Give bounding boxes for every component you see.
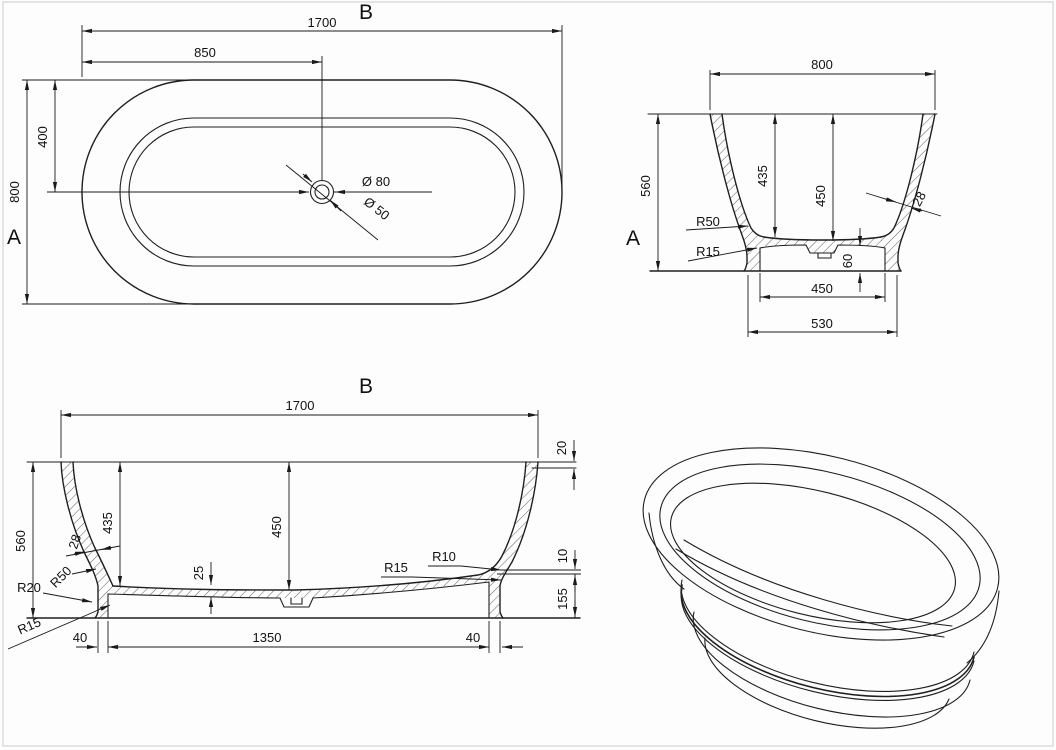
iso-skirt-band-2 [680,584,975,698]
dim-sa-bowl-radius: R50 [696,214,720,229]
iso-skirt-band-1 [680,579,975,693]
section-b-label: B [359,375,373,398]
dim-sb-outer-radius: R20 [17,580,41,595]
dim-drain-outer-diameter: Ø 80 [362,174,390,189]
dim-sb-height: 560 [13,530,28,552]
section-label-b-top: B [359,1,373,24]
floor-section-b [113,575,481,598]
dim-sb-floor-radius: R15 [384,560,408,575]
dim-sb-base-length: 1350 [253,630,282,645]
dim-sb-bowl-radius: R50 [47,563,74,590]
section-a-label: A [626,227,640,250]
dim-drain-inner-diameter: Ø 50 [361,194,392,223]
dim-plan-width: 800 [7,181,22,203]
dim-sb-foot-left: 40 [73,630,87,645]
wall-section-left-b [61,462,113,618]
wall-section-right [881,114,935,271]
section-a-view: 800 560 435 450 28 R50 R15 60 450 530 A [626,57,942,337]
dim-plan-drain-from-edge: 400 [35,126,50,148]
iso-inner-rim [659,463,981,631]
floor-section [764,237,885,253]
section-label-a-left: A [7,226,21,249]
dim-sa-top-width: 800 [811,57,833,72]
dim-sb-rim-edge: 20 [554,441,569,455]
iso-outer-rim [642,447,1000,641]
wall-section-left [710,114,764,271]
dim-sb-skirt-height: 155 [555,588,570,610]
section-a-dimension-lines [655,70,942,337]
iso-bowl-floor-edge-2 [675,548,945,638]
plan-view: 1700 850 800 400 Ø 80 Ø 50 B A [7,1,563,305]
drain-icon [309,179,335,205]
isometric-view [642,447,1000,729]
plan-dimension-lines [22,25,563,305]
iso-bottom-ring [704,637,950,729]
dim-sa-base-inner-width: 450 [811,281,833,296]
iso-bowl-opening [669,482,957,624]
iso-left-silhouette [648,512,685,590]
dim-sa-height: 560 [638,175,653,197]
dim-plan-length: 1700 [308,15,337,30]
dim-sa-depth-edge: 435 [755,165,770,187]
dim-sb-floor-thickness: 25 [191,566,206,580]
dim-sb-depth-center: 450 [269,516,284,538]
iso-base-ring [692,611,971,718]
dim-sa-plinth-height: 60 [840,254,855,268]
dim-sb-step-radius: R10 [432,549,456,564]
dim-sb-foot-right: 40 [466,630,480,645]
section-b-view: B 1700 20 560 435 28 R50 R20 R15 450 25 … [7,375,581,653]
iso-skirt-band-3 [680,588,975,702]
dim-sa-depth-center: 450 [813,185,828,207]
dim-sa-base-outer-width: 530 [811,316,833,331]
section-b-dimension-lines [7,410,581,653]
dim-sb-step: 10 [555,549,570,563]
dim-sa-base-radius: R15 [696,244,720,259]
dim-sb-wall-thickness: 28 [65,532,84,550]
wall-section-right-b [478,462,538,618]
dim-sa-wall-thickness: 28 [909,189,929,209]
dim-sb-depth-edge: 435 [100,512,115,534]
iso-bowl-floor-edge-1 [683,539,953,627]
dim-sb-length: 1700 [286,398,315,413]
dim-plan-drain-offset: 850 [194,45,216,60]
section-a-outline [647,113,938,272]
